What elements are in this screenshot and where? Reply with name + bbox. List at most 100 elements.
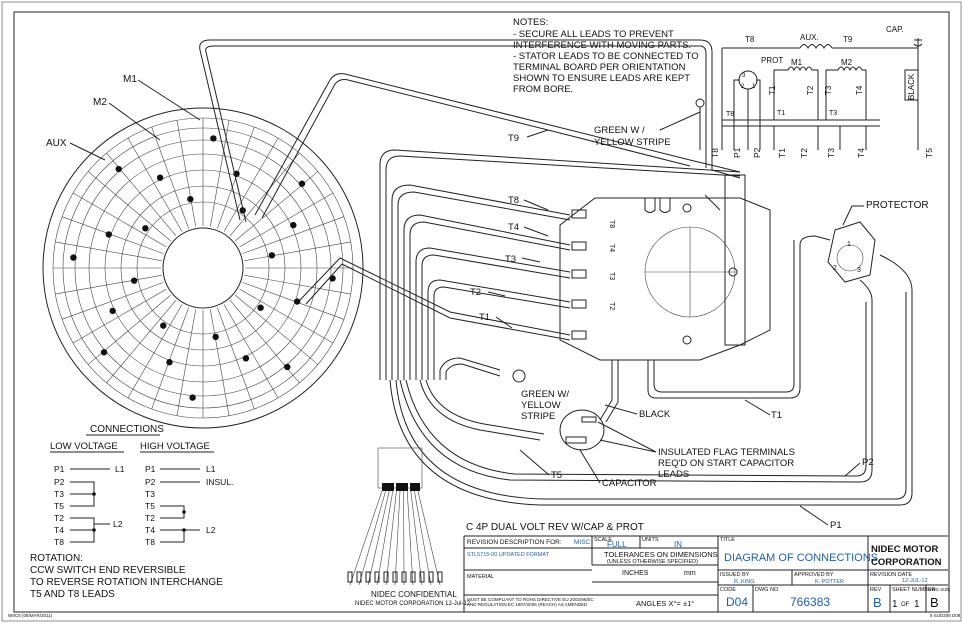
lead-bundle-clip	[382, 483, 394, 491]
coil-end-marker	[269, 252, 275, 258]
schem-t3-upper: T3	[824, 85, 833, 95]
lead-wire-t1	[300, 258, 570, 335]
stator-slot-line	[73, 193, 167, 247]
terminal-board-outline	[560, 198, 770, 360]
connections-title: CONNECTIONS	[90, 424, 164, 435]
lead-fan-wire	[418, 491, 440, 585]
stator-slot-line	[55, 275, 161, 294]
lead-wire-t2	[434, 287, 570, 380]
leader-t5	[520, 450, 549, 475]
label-black: BLACK	[639, 409, 671, 420]
protector-leader	[843, 206, 864, 225]
schem-bottom-t1: T1	[777, 148, 787, 158]
rotation-note: ROTATION: CCW SWITCH END REVERSIBLE TO R…	[30, 553, 223, 600]
lead-fan-wire	[395, 491, 400, 585]
sheet-total: 1	[914, 599, 920, 610]
notes-line: SHOWN TO ENSURE LEADS ARE KEPT	[513, 73, 690, 84]
coil-end-marker	[290, 222, 296, 228]
schem-t1-small: T1	[777, 110, 785, 117]
low-junction	[92, 528, 96, 532]
lead-fan-wire	[414, 491, 431, 585]
coil-end-marker	[106, 231, 112, 237]
schem-bottom-p1: P1	[732, 147, 742, 158]
protector-pin-3: 3	[857, 267, 861, 274]
lead-wire-p2	[406, 302, 866, 476]
schem-prot-label: PROT	[761, 56, 783, 65]
stator-slots	[53, 118, 353, 418]
label-flag: LEADS	[658, 469, 689, 480]
tol-mm: mm	[684, 570, 696, 577]
rohs-line: AND REGULATION EC 1907/2006 (REACH) AS A…	[467, 602, 588, 607]
high-row: T2	[145, 513, 155, 523]
label-p1: P1	[830, 520, 842, 531]
lead-bundle-fan	[348, 491, 442, 585]
schem-black-label: BLACK	[907, 73, 916, 100]
lead-fan-wire	[411, 491, 422, 585]
rotation-line: TO REVERSE ROTATION INTERCHANGE	[30, 577, 223, 588]
high-row: P2	[145, 477, 156, 487]
terminal-lug	[572, 242, 586, 250]
protector-pin-2: 2	[833, 265, 837, 272]
schem-t8-small: T8	[726, 111, 734, 118]
revdate-value: 12-JUL-12	[902, 578, 928, 584]
lead-wire	[386, 156, 740, 380]
terminal-screw	[683, 336, 691, 344]
capacitor-terminal	[566, 437, 586, 443]
label-flag: INSULATED FLAG TERMINALS	[658, 447, 795, 458]
leader-flag	[598, 422, 656, 452]
rev-value: B	[873, 595, 882, 610]
tolerances-title: TOLERANCES ON DIMENSIONS	[604, 550, 718, 559]
low-voltage-links	[70, 469, 110, 542]
units-value: IN	[674, 540, 682, 549]
stator-slot-line	[210, 309, 229, 415]
coil-end-marker	[284, 364, 290, 370]
lead-fan-wire	[407, 491, 413, 585]
lead-fan-wire	[368, 491, 389, 585]
company-name: CORPORATION	[871, 557, 942, 568]
lead-labels: T9 GREEN W / YELLOW STRIPE T8 T4 T3 T2 T…	[470, 112, 874, 531]
low-row: P1	[54, 464, 65, 474]
terminal-lug	[572, 270, 586, 278]
leader-t1-right	[745, 400, 770, 415]
label-t3: T3	[505, 254, 516, 265]
coil-end-marker	[142, 225, 148, 231]
rev-desc-value: MISC	[574, 539, 591, 546]
scale-value: FULL	[607, 540, 627, 549]
low-row: T4	[54, 525, 64, 535]
coil-end-marker	[212, 334, 218, 340]
notes-heading: NOTES:	[513, 17, 548, 28]
coil-end-marker	[109, 308, 115, 314]
stator-winding-diagram: M1 M2 AUX	[43, 74, 363, 428]
stator-aux-label: AUX	[46, 138, 67, 149]
label-t5: T5	[551, 470, 562, 481]
rotation-line: T5 AND T8 LEADS	[30, 589, 115, 600]
coil-end-marker	[116, 166, 122, 172]
stator-m2-label: M2	[93, 97, 107, 108]
terminal-board: T8 T4 T3 T2	[560, 175, 770, 360]
high-l1: L1	[206, 464, 216, 474]
coil-end-marker	[101, 349, 107, 355]
tolerances-note: (UNLESS OTHERWISE SPECIFIED)	[607, 559, 698, 565]
schem-protector-wires	[734, 80, 760, 150]
stator-slot-line	[128, 304, 182, 398]
title-value: DIAGRAM OF CONNECTIONS	[724, 552, 878, 564]
protector-pin-1: 1	[847, 241, 851, 248]
schem-aux-label: AUX.	[800, 33, 819, 42]
label-green-w: GREEN W /	[594, 125, 645, 136]
lead-wire-t3	[416, 248, 570, 380]
label-green-w: YELLOW STRIPE	[594, 137, 671, 148]
label-green-b: YELLOW	[521, 400, 561, 411]
schem-t8-label: T8	[745, 35, 755, 44]
stator-slot-line	[128, 138, 182, 232]
terminal-board-strip	[725, 175, 745, 345]
label-t1: T1	[479, 312, 490, 323]
dwg-label: DWG NO	[755, 587, 779, 593]
coil-end-marker	[210, 135, 216, 141]
size-value: B	[930, 595, 939, 610]
schem-t1-upper: T1	[768, 85, 777, 95]
stator-slot-line	[244, 242, 350, 261]
company-name: NIDEC MOTOR	[871, 544, 939, 555]
high-junction	[182, 510, 186, 514]
label-t8: T8	[508, 195, 519, 206]
